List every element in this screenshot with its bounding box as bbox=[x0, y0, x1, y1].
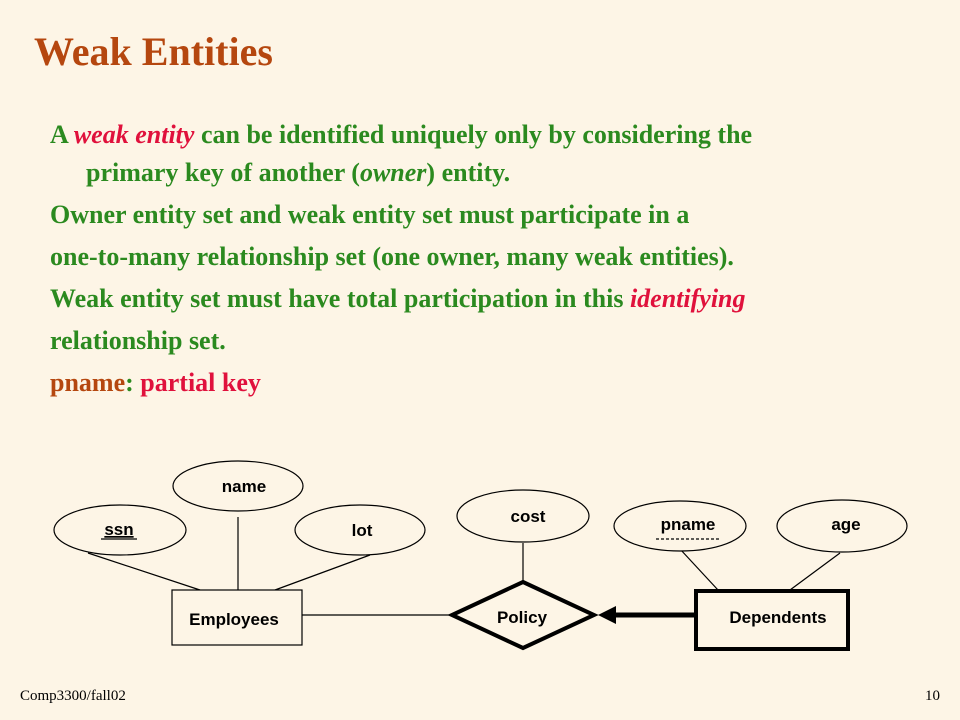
attribute-ssn-label: ssn bbox=[104, 520, 133, 539]
footer-page-number: 10 bbox=[925, 688, 940, 704]
attribute-cost-ellipse bbox=[456, 489, 590, 543]
line-ssn-employees bbox=[87, 552, 201, 591]
term-owner: owner bbox=[359, 158, 427, 187]
term-pname: pname bbox=[50, 368, 126, 397]
attribute-ellipses bbox=[53, 460, 908, 556]
footer-course: Comp3300/fall02 bbox=[20, 688, 126, 704]
relationship-policy-diamond bbox=[447, 579, 599, 651]
attribute-age-label: age bbox=[831, 515, 860, 534]
line-age-dependents bbox=[789, 552, 841, 591]
relationship-policy-label: Policy bbox=[497, 608, 548, 627]
attribute-name-label: name bbox=[222, 477, 266, 496]
entity-employees-label: Employees bbox=[189, 610, 279, 629]
term-partial-key: partial key bbox=[140, 368, 261, 397]
entity-dependents-label: Dependents bbox=[729, 608, 826, 627]
entity-dependents-box bbox=[694, 589, 850, 651]
term-identifying: identifying bbox=[629, 284, 746, 313]
bullet-weak-entity-definition: A weak entity can be identified uniquely… bbox=[50, 120, 753, 187]
bullet-owner-participation-line2: one-to-many relationship set (one owner,… bbox=[50, 242, 734, 271]
entity-employees-box bbox=[171, 589, 303, 646]
attribute-lot-ellipse bbox=[294, 504, 426, 556]
attribute-name-ellipse bbox=[172, 460, 304, 512]
bullet-list: A weak entity can be identified uniquely… bbox=[50, 116, 940, 406]
line-pname-dependents bbox=[679, 548, 719, 591]
bullet-owner-participation-line1: Owner entity set and weak entity set mus… bbox=[50, 200, 690, 229]
connector-lines bbox=[87, 517, 841, 616]
attribute-ssn-ellipse bbox=[53, 504, 187, 556]
attribute-pname-label: pname bbox=[661, 515, 716, 534]
term-weak-entity: weak entity bbox=[73, 120, 195, 149]
attribute-age-ellipse bbox=[776, 499, 908, 553]
line-lot-employees bbox=[274, 554, 371, 591]
bullet-partial-key: pname: partial key bbox=[50, 368, 261, 397]
attribute-cost-label: cost bbox=[511, 507, 546, 526]
arrow-dependents-policy-head bbox=[598, 606, 616, 624]
slide-title: Weak Entities bbox=[34, 29, 273, 74]
bullet-total-participation-line1: Weak entity set must have total particip… bbox=[50, 284, 746, 313]
bullet-total-participation-line2: relationship set. bbox=[50, 326, 226, 355]
attribute-lot-label: lot bbox=[352, 521, 373, 540]
